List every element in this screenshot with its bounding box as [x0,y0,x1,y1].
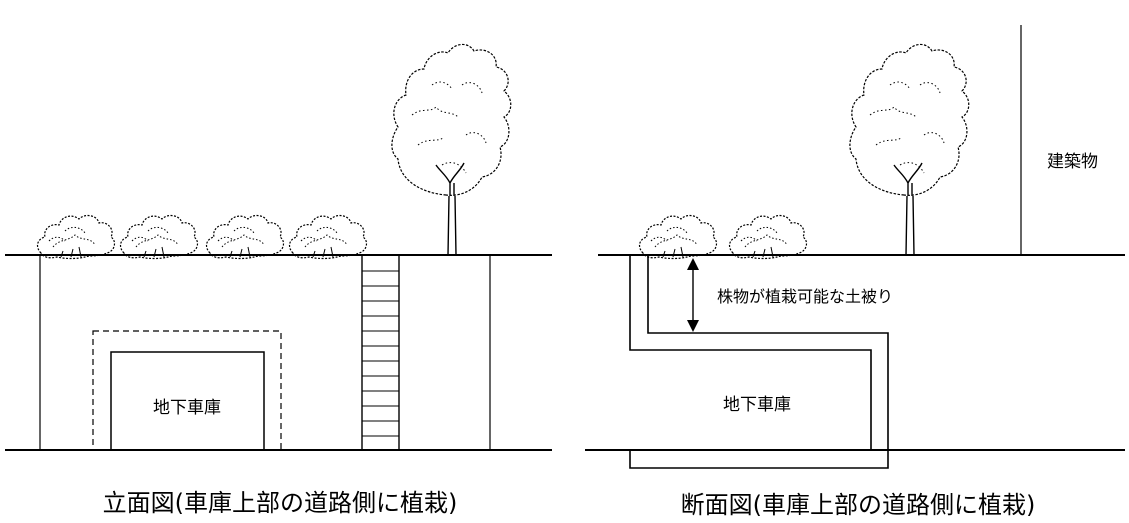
shrub-icon [288,214,368,260]
garage-section-outer [629,255,872,450]
caption-left: 立面図(車庫上部の道路側に植栽) [103,489,458,517]
shrub-icon [728,214,808,260]
garage-section-inner [629,255,889,469]
section-view: 建築物 地下車庫 株物が植栽可能な土被り 断面図(車庫上部の道路側に植栽) [585,25,1125,519]
shrub-icon [36,214,116,260]
elevation-view: 地下車庫 立面図(車庫上部の道路側に植栽) [5,43,552,517]
caption-right: 断面図(車庫上部の道路側に植栽) [681,491,1036,519]
tree-icon [391,43,512,256]
building-label: 建築物 [1047,152,1098,172]
shrub-icon [119,214,199,260]
shrub-icon [205,214,285,260]
soil-cover-label: 株物が植栽可能な土被り [717,287,893,306]
garage-door [110,351,265,451]
garage-label-left: 地下車庫 [153,398,221,418]
ladder [361,254,400,451]
soil-cover-dimension-arrow [687,258,699,332]
garage-opening-dashed [92,330,282,451]
tree-icon [849,43,970,256]
garage-label-right: 地下車庫 [723,395,791,415]
shrub-icon [638,214,718,260]
